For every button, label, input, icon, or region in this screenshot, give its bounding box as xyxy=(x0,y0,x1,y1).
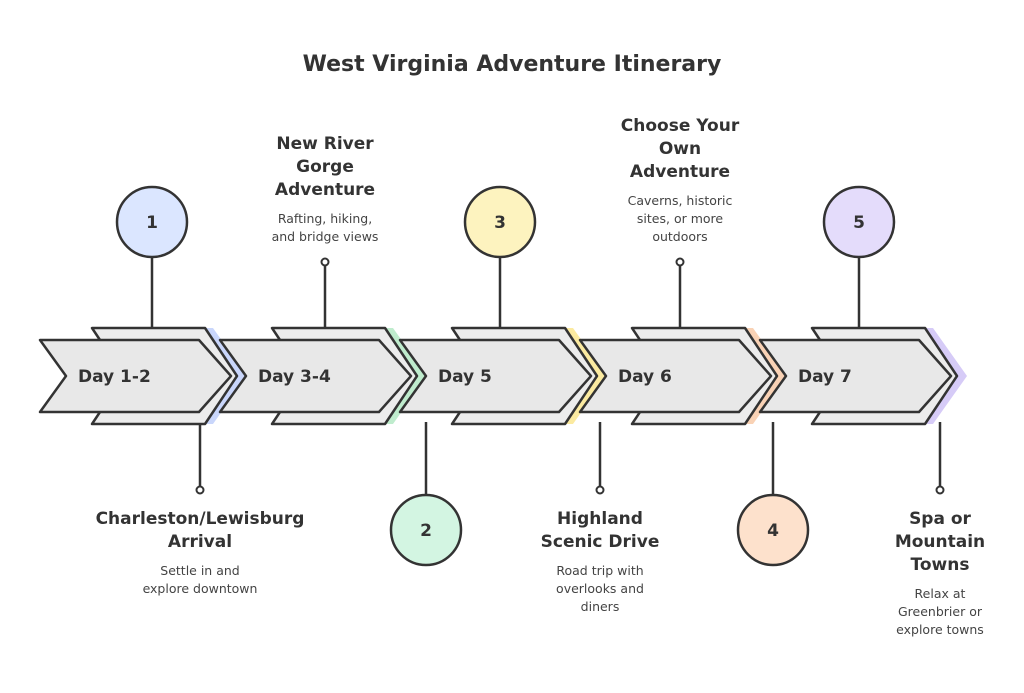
step-desc-line: Settle in and xyxy=(160,563,240,578)
step-number: 1 xyxy=(146,213,158,233)
step-desc: Road trip with overlooks and diners xyxy=(480,562,720,616)
step-number: 2 xyxy=(420,521,432,541)
step-title-line: Choose Your xyxy=(620,116,740,136)
step-desc-line: Road trip with xyxy=(556,563,644,578)
step-number: 4 xyxy=(767,521,779,541)
step-desc: Relax at Greenbrier or explore towns xyxy=(820,585,1024,639)
step-number-circle-4: 4 xyxy=(736,493,810,567)
step-desc-line: Rafting, hiking, xyxy=(277,211,373,226)
diagram-title: West Virginia Adventure Itinerary xyxy=(302,52,722,77)
step-desc-line: outdoors xyxy=(652,229,708,244)
step-title-line: Spa or xyxy=(909,509,971,529)
step-title-line: Charleston/Lewisburg xyxy=(95,509,305,529)
chevron-step-2: Day 3-4 xyxy=(218,326,427,426)
chevron-step-3: Day 5 xyxy=(398,326,607,426)
chevron-step-4: Day 6 xyxy=(578,326,787,426)
connector-dot xyxy=(935,485,945,495)
step-desc: Caverns, historic sites, or more outdoors xyxy=(560,192,800,246)
day-label: Day 5 xyxy=(438,367,492,387)
step-title-line: Adventure xyxy=(274,180,376,200)
step-number: 5 xyxy=(853,213,865,233)
step-desc-line: explore towns xyxy=(896,622,984,637)
step-desc-line: overlooks and xyxy=(556,581,644,596)
step-title-line: Highland xyxy=(557,509,643,529)
step-title-line: Arrival xyxy=(167,532,233,552)
step-desc-line: explore downtown xyxy=(142,581,258,596)
step-number: 3 xyxy=(494,213,506,233)
step-desc-line: Greenbrier or xyxy=(898,604,982,619)
step-title-line: Scenic Drive xyxy=(540,532,660,552)
step-title-line: New River xyxy=(276,134,374,154)
step-desc-line: diners xyxy=(580,599,620,614)
step-title-line: Adventure xyxy=(629,162,731,182)
day-label: Day 7 xyxy=(798,367,852,387)
step-number-circle-2: 2 xyxy=(389,493,463,567)
step-title-line: Gorge xyxy=(296,157,354,177)
step-title-line: Mountain xyxy=(894,532,986,552)
step-number-circle-3: 3 xyxy=(463,185,537,259)
step-number-circle-5: 5 xyxy=(822,185,896,259)
step-desc-line: and bridge views xyxy=(271,229,379,244)
step-title-line: Own xyxy=(658,139,702,159)
chevron-step-1: Day 1-2 xyxy=(38,326,247,426)
connector-dot xyxy=(320,257,330,267)
step-desc: Rafting, hiking, and bridge views xyxy=(205,210,445,246)
step-desc-line: Caverns, historic xyxy=(627,193,733,208)
day-label: Day 1-2 xyxy=(78,367,151,387)
connector-dot xyxy=(675,257,685,267)
day-label: Day 6 xyxy=(618,367,672,387)
day-label: Day 3-4 xyxy=(258,367,331,387)
step-desc-line: Relax at xyxy=(914,586,966,601)
step-number-circle-1: 1 xyxy=(115,185,189,259)
chevron-step-5: Day 7 xyxy=(758,326,967,426)
connector-dot xyxy=(195,485,205,495)
step-desc-line: sites, or more xyxy=(636,211,724,226)
connector-dot xyxy=(595,485,605,495)
step-title-line: Towns xyxy=(910,555,970,575)
step-desc: Settle in and explore downtown xyxy=(80,562,320,598)
